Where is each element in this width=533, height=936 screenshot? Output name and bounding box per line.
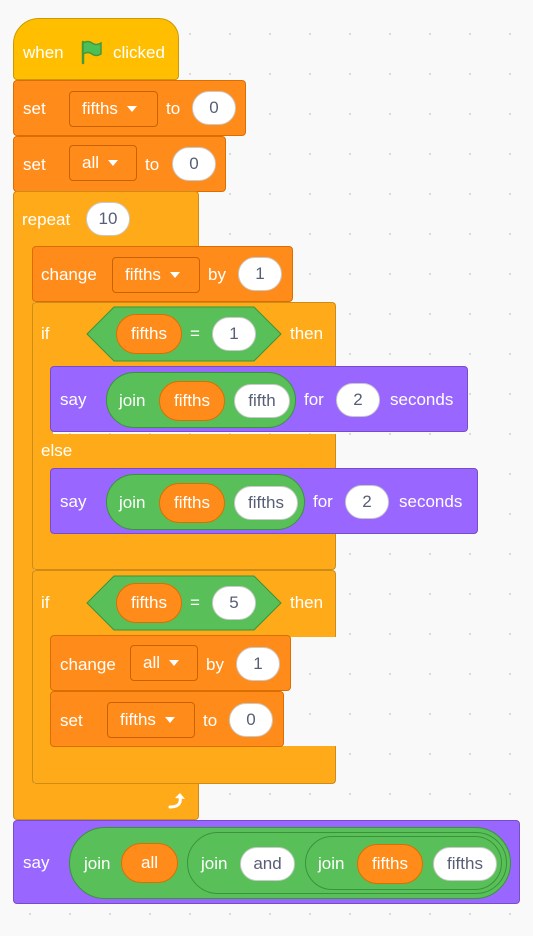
seconds-input[interactable]: 2 [336,383,380,417]
join-operator[interactable]: join fifths fifth [106,372,296,428]
say-keyword: say [23,853,50,872]
to-keyword: to [203,711,218,730]
for-keyword: for [313,492,333,511]
equals-operator: = [190,324,200,343]
join-operator-inner[interactable]: join fifths fifths [305,836,502,890]
to-keyword: to [145,155,160,174]
value-input[interactable]: 0 [192,91,236,125]
if-keyword: if [41,324,50,343]
when-label: when [23,43,64,62]
value-input[interactable]: 1 [238,257,282,291]
variable-dropdown-fifths[interactable]: fifths [69,91,158,127]
say-for-secs-block[interactable]: say join fifths fifths for 2 seconds [50,468,478,534]
fifths-reporter[interactable]: fifths [357,844,423,884]
set-keyword: set [23,99,46,118]
set-fifths-block[interactable]: set fifths to 0 [50,691,284,747]
text-input[interactable]: fifths [234,486,298,520]
if-arm [32,366,53,436]
dropdown-value: fifths [125,265,161,284]
value-input[interactable]: 0 [172,147,216,181]
fifths-reporter[interactable]: fifths [116,583,182,623]
change-keyword: change [60,655,116,674]
say-for-secs-block[interactable]: say join fifths fifth for 2 seconds [50,366,468,432]
value-input[interactable]: 5 [212,586,256,620]
then-keyword: then [290,593,324,612]
text-input[interactable]: fifths [433,847,497,881]
all-reporter[interactable]: all [121,843,178,883]
join-keyword: join [119,391,146,410]
value-input[interactable]: 1 [212,317,256,351]
text-input[interactable]: and [240,847,295,881]
set-fifths-block[interactable]: set fifths to 0 [13,80,246,136]
set-all-block[interactable]: set all to 0 [13,136,226,192]
for-keyword: for [304,390,324,409]
say-keyword: say [60,492,87,511]
seconds-input[interactable]: 2 [345,485,389,519]
dropdown-value: fifths [120,710,156,729]
equals-condition[interactable]: fifths = 5 [86,575,282,631]
chevron-down-icon [169,272,180,278]
change-fifths-block[interactable]: change fifths by 1 [32,246,293,302]
if-else-bottom[interactable] [32,534,336,570]
green-flag-icon [78,39,104,65]
join-operator-outer[interactable]: join all join and join fifths fifths [69,827,511,899]
fifths-reporter[interactable]: fifths [116,314,182,354]
fifths-reporter[interactable]: fifths [159,483,225,523]
set-keyword: set [23,155,46,174]
dropdown-value: all [82,153,100,172]
chevron-down-icon [169,660,180,666]
fifths-reporter[interactable]: fifths [159,381,225,421]
equals-condition[interactable]: fifths = 1 [86,306,282,362]
by-keyword: by [206,655,224,674]
clicked-label: clicked [113,43,165,62]
if-bottom[interactable] [32,746,336,784]
variable-dropdown-all[interactable]: all [69,145,137,181]
value-input[interactable]: 0 [229,703,273,737]
set-keyword: set [60,711,83,730]
when-flag-clicked-block[interactable]: when clicked [13,18,179,80]
by-keyword: by [208,265,226,284]
variable-dropdown-fifths[interactable]: fifths [112,257,200,293]
say-block[interactable]: say join all join and join fifths fifths [13,820,520,904]
join-keyword: join [201,854,228,873]
dropdown-value: all [143,653,161,672]
to-keyword: to [166,99,181,118]
if-keyword: if [41,593,50,612]
chevron-down-icon [164,717,175,723]
variable-dropdown-fifths[interactable]: fifths [107,702,195,738]
else-arm [32,468,53,536]
then-keyword: then [290,324,324,343]
if-arm [32,635,53,748]
dropdown-value: fifths [82,99,118,118]
text-input[interactable]: fifth [234,384,290,418]
join-keyword: join [119,493,146,512]
chevron-down-icon [108,160,119,166]
repeat-bottom[interactable] [13,784,199,820]
value-input[interactable]: 1 [236,647,280,681]
seconds-keyword: seconds [390,390,454,409]
equals-operator: = [190,593,200,612]
variable-dropdown-all[interactable]: all [130,645,198,681]
join-operator[interactable]: join fifths fifths [106,474,305,530]
loop-arrow-icon [166,792,188,812]
change-all-block[interactable]: change all by 1 [50,635,291,691]
join-keyword: join [318,854,345,873]
change-keyword: change [41,265,97,284]
else-section[interactable] [32,434,336,470]
chevron-down-icon [126,106,137,112]
else-keyword: else [41,441,73,460]
repeat-count-input[interactable]: 10 [86,202,130,236]
say-keyword: say [60,390,87,409]
join-operator-middle[interactable]: join and join fifths fifths [187,832,507,894]
repeat-keyword: repeat [22,210,71,229]
seconds-keyword: seconds [399,492,463,511]
repeat-arm [13,246,34,786]
join-keyword: join [84,854,111,873]
